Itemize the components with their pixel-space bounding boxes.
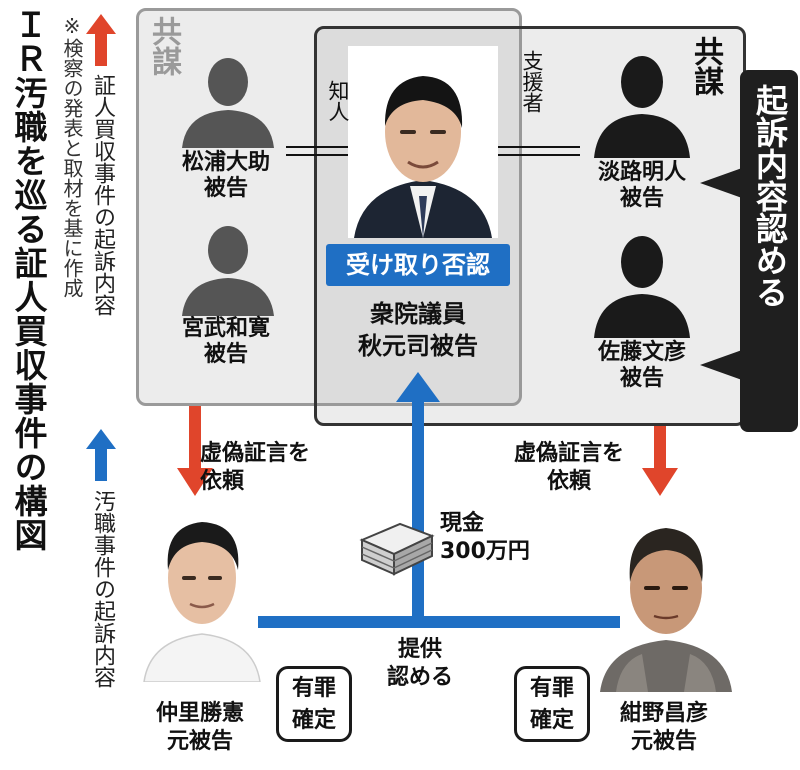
awaji-silhouette-icon [594, 56, 690, 158]
awaji-role: 被告 [619, 186, 664, 211]
miyatake-label: 宮武和寛 被告 [156, 316, 296, 368]
source-note: ※検察の発表と取材を基に作成 [60, 14, 84, 298]
cash-amount-label: 現金 300万円 [440, 511, 530, 564]
right-false-testimony-label: 虚偽証言を 依頼 [513, 441, 624, 494]
sato-silhouette-icon [594, 236, 690, 338]
offer-admit-label: 提供 認める [386, 637, 453, 690]
nakazato-label: 仲里勝憲 元被告 [130, 700, 270, 756]
diagram-title: ＩＲ汚職を巡る証人買収事件の構図 [9, 8, 48, 552]
matsuura-role: 被告 [203, 176, 248, 201]
nakazato-role: 元被告 [166, 729, 233, 754]
akimoto-name: 秋元司被告 [358, 332, 478, 360]
left-red-arrow-icon [177, 406, 213, 496]
matsuura-silhouette-icon [182, 58, 274, 148]
konno-guilty-badge: 有罪 確定 [514, 666, 590, 742]
admit-charges-label: 起訴内容認める [751, 84, 789, 308]
legend-blue-arrow-icon [86, 429, 116, 481]
akimoto-photo [348, 46, 498, 238]
nakazato-name: 仲里勝憲 [155, 701, 244, 726]
awaji-label: 淡路明人 被告 [572, 160, 712, 212]
miyatake-name: 宮武和寛 [181, 316, 270, 341]
miyatake-silhouette-icon [182, 226, 274, 316]
relation-acquaintance: 知人 [326, 80, 350, 122]
left-conspiracy-label: 共謀 [146, 16, 181, 76]
konno-role: 元被告 [630, 729, 697, 754]
akimoto-label: 衆院議員 秋元司被告 [326, 298, 510, 362]
matsuura-name: 松浦大助 [181, 150, 270, 175]
konno-photo [600, 528, 732, 692]
akimoto-denial-badge: 受け取り否認 [326, 244, 510, 286]
miyatake-role: 被告 [203, 342, 248, 367]
admit-charges-panel [740, 70, 798, 432]
akimoto-title: 衆院議員 [370, 300, 466, 328]
right-red-arrow-icon [642, 426, 678, 496]
supporter-connector [498, 146, 580, 156]
legend-blue-arrow-label: 汚職事件の起訴内容 [90, 490, 115, 688]
matsuura-label: 松浦大助 被告 [156, 150, 296, 202]
nakazato-guilty-badge: 有罪 確定 [276, 666, 352, 742]
awaji-pointer [700, 168, 742, 198]
legend-red-arrow-label: 証人買収事件の起訴内容 [90, 74, 115, 316]
relation-supporter: 支援者 [520, 50, 544, 113]
sato-label: 佐藤文彦 被告 [572, 340, 712, 392]
konno-name: 紺野昌彦 [619, 701, 708, 726]
sato-pointer [700, 350, 742, 380]
legend-red-arrow-icon [86, 14, 116, 66]
cash-bundle-icon [359, 522, 435, 576]
konno-label: 紺野昌彦 元被告 [594, 700, 734, 756]
acquaintance-connector [286, 146, 348, 156]
sato-name: 佐藤文彦 [597, 340, 686, 365]
nakazato-photo [143, 522, 261, 682]
awaji-name: 淡路明人 [597, 160, 686, 185]
left-false-testimony-label: 虚偽証言を 依頼 [200, 441, 311, 494]
right-conspiracy-label: 共謀 [688, 36, 723, 96]
sato-role: 被告 [619, 366, 664, 391]
